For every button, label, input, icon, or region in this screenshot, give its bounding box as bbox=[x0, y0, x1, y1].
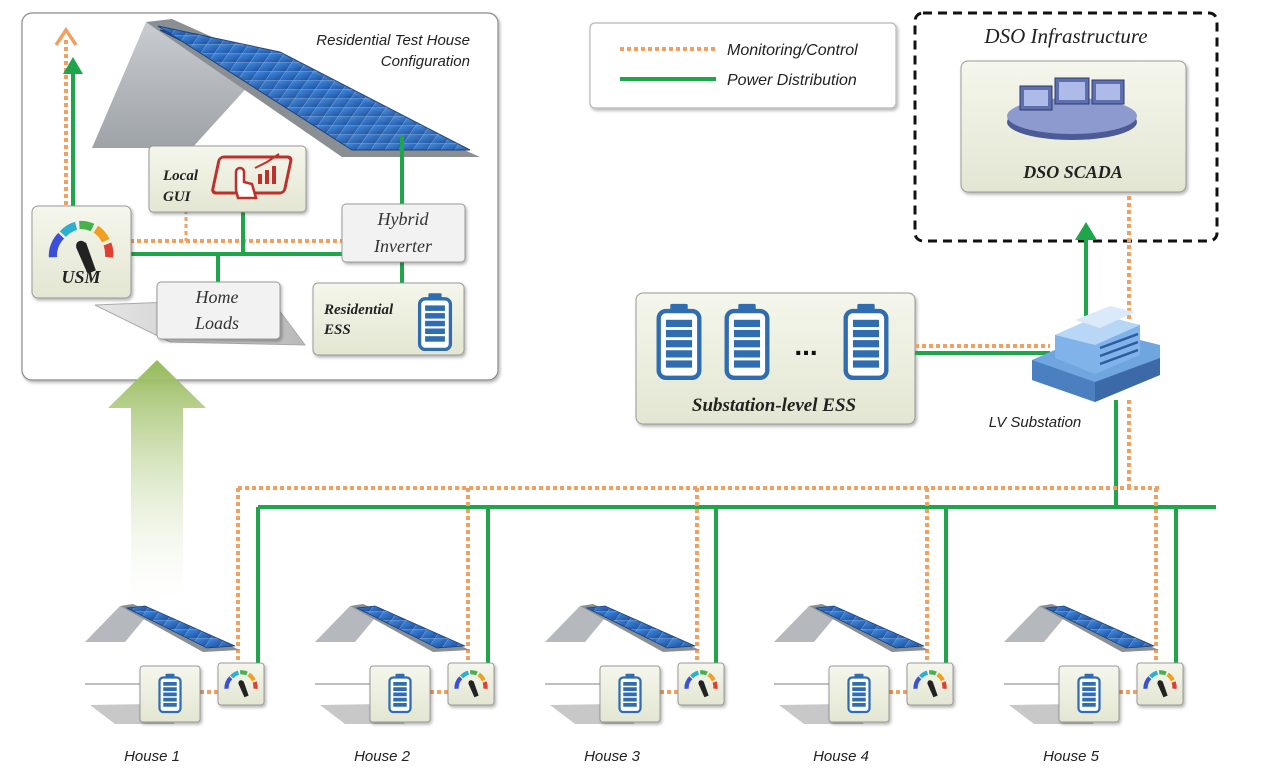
house-5: House 5 bbox=[1004, 604, 1184, 765]
substation-ess-box bbox=[635, 292, 916, 425]
hybrid-inverter-box bbox=[341, 203, 466, 263]
house-label: House 4 bbox=[813, 748, 869, 765]
houses: House 1 House 2 House 3 House 4 House 5 bbox=[85, 604, 1184, 765]
substation-building-icon bbox=[1032, 306, 1160, 402]
battery-icon bbox=[618, 672, 642, 714]
house-3: House 3 bbox=[545, 604, 725, 765]
local-gui-label-line1: Local bbox=[162, 168, 199, 184]
home-loads-box bbox=[156, 281, 281, 340]
battery-icon bbox=[388, 672, 412, 714]
legend-monitoring-label: Monitoring/Control bbox=[727, 42, 858, 59]
inverter-label-line2: Inverter bbox=[373, 236, 433, 256]
house-label: House 5 bbox=[1043, 748, 1100, 765]
battery-icon bbox=[727, 304, 768, 378]
lv-substation-label: LV Substation bbox=[989, 414, 1082, 431]
local-gui-label-line2: GUI bbox=[163, 189, 192, 205]
house-label: House 2 bbox=[354, 748, 411, 765]
expand-arrow bbox=[108, 360, 206, 600]
inverter-label-line1: Hybrid bbox=[377, 209, 430, 229]
solar-panel-icon bbox=[1004, 604, 1159, 652]
usm-box bbox=[31, 205, 132, 299]
touch-screen-icon bbox=[211, 153, 293, 200]
solar-panel-icon bbox=[92, 19, 480, 157]
solar-panel-icon bbox=[85, 604, 240, 652]
legend bbox=[589, 22, 897, 109]
solar-panel-icon bbox=[545, 604, 700, 652]
solar-panel-icon bbox=[774, 604, 929, 652]
network-lines bbox=[236, 196, 1216, 665]
dso-scada-label: DSO SCADA bbox=[1022, 162, 1123, 182]
usm-label: USM bbox=[61, 267, 101, 287]
house-label: House 3 bbox=[584, 748, 641, 765]
solar-panel-icon bbox=[315, 604, 470, 652]
substation-ess-ellipsis: ... bbox=[794, 330, 817, 361]
dso-infrastructure bbox=[913, 11, 1219, 243]
test-house-wiring bbox=[54, 26, 404, 283]
residential-ess-label-line1: Residential bbox=[323, 302, 394, 318]
dso-title: DSO Infrastructure bbox=[983, 24, 1147, 48]
test-house-title-line2: Configuration bbox=[381, 53, 470, 70]
test-house-title-line1: Residential Test House bbox=[316, 32, 470, 49]
control-room-icon bbox=[1007, 77, 1137, 140]
residential-ess-label-line2: ESS bbox=[323, 322, 351, 338]
local-gui-box bbox=[148, 145, 307, 213]
battery-icon bbox=[659, 304, 700, 378]
residential-ess-box bbox=[312, 282, 465, 356]
house-label: House 1 bbox=[124, 748, 180, 765]
battery-icon bbox=[1077, 672, 1101, 714]
house-4: House 4 bbox=[774, 604, 954, 765]
house-1: House 1 bbox=[85, 604, 265, 765]
battery-icon bbox=[847, 672, 871, 714]
battery-icon bbox=[158, 672, 182, 714]
substation-ess-label: Substation-level ESS bbox=[692, 395, 856, 416]
house-2: House 2 bbox=[315, 604, 495, 765]
home-loads-label-line2: Loads bbox=[194, 313, 239, 333]
home-loads-label-line1: Home bbox=[195, 287, 239, 307]
test-house-panel bbox=[21, 12, 499, 381]
battery-icon bbox=[846, 304, 887, 378]
battery-icon bbox=[417, 291, 453, 352]
legend-power-label: Power Distribution bbox=[727, 72, 857, 89]
